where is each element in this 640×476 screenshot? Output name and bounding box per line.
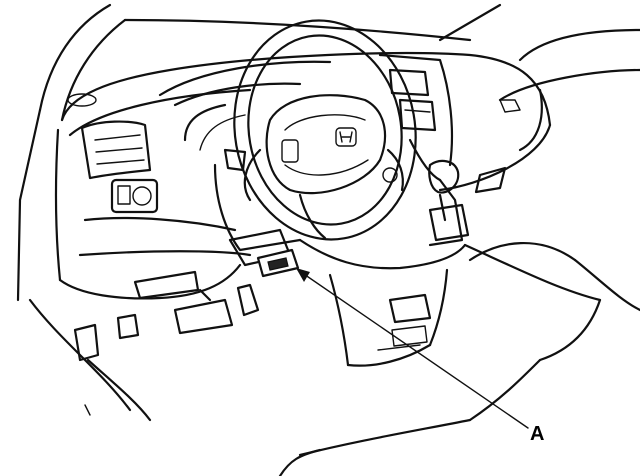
callout-label-a: A — [530, 423, 545, 445]
kick-panel — [28, 298, 152, 422]
windshield-edge — [123, 18, 472, 42]
center-console — [298, 53, 470, 367]
left-air-vent — [67, 93, 152, 180]
callout-leader-a — [296, 268, 529, 429]
data-link-connector — [256, 248, 300, 278]
callout-arrowhead — [296, 268, 310, 282]
brand-logo — [335, 127, 357, 147]
lower-dashboard — [54, 128, 252, 300]
pedals — [116, 283, 260, 340]
passenger-area — [278, 28, 640, 476]
roof-line — [438, 3, 502, 42]
a-pillar — [16, 3, 127, 302]
instrument-cluster — [158, 60, 332, 151]
steering-wheel — [233, 19, 417, 241]
left-switch-panel — [110, 178, 159, 214]
